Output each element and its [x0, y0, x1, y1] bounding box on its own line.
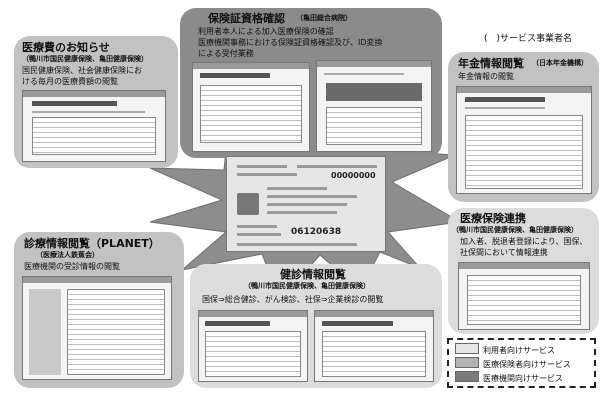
panel-title: 医療費のお知らせ	[22, 41, 110, 54]
panel-title: 年金情報閲覧	[458, 57, 524, 70]
panel-title: 保険証資格確認	[208, 12, 285, 25]
panel-subtitle: （鴨川市国民健康保険、亀田健康保険）	[452, 226, 578, 234]
panel-description: 国保⇒総合健診、がん検診、社保⇒企業検診の閲覧	[202, 295, 384, 304]
screenshot-thumbnail	[192, 62, 310, 152]
screenshot-thumbnail	[458, 262, 590, 330]
panel-description: による受付業務	[198, 49, 254, 58]
screenshot-thumbnail	[456, 86, 592, 194]
legend: 利用者向けサービス 医療保険者向けサービス 医療機関向けサービス	[447, 338, 596, 388]
panel-insurance-check: 保険証資格確認 （亀田総合病院） 利用者本人による加入医療保険の確認 医療機関事…	[180, 8, 442, 158]
legend-swatch	[455, 343, 479, 354]
screenshot-thumbnail	[198, 310, 308, 382]
legend-item: 医療保険者向けサービス	[455, 357, 571, 369]
panel-medical-bill: 医療費のお知らせ （鴨川市国民健康保険、亀田健康保険） 国民健康保険、社会健康保…	[14, 36, 178, 168]
legend-item: 医療機関向けサービス	[455, 371, 563, 383]
panel-title: 健診情報閲覧	[280, 268, 346, 281]
panel-description: 加入者、脱退者登録により、国保、	[460, 237, 588, 246]
panel-insurance-link: 医療保険連携 （鴨川市国民健康保険、亀田健康保険） 加入者、脱退者登録により、国…	[448, 208, 599, 334]
panel-subtitle: （鴨川市国民健康保険、亀田健康保険）	[244, 282, 370, 290]
panel-description: 年金情報の閲覧	[458, 72, 514, 81]
panel-planet: 診療情報閲覧（PLANET） （医療法人鉄蕉会） 医療機関の受診情報の閲覧	[14, 232, 184, 388]
screenshot-thumbnail	[22, 90, 166, 162]
panel-description: 社保間において情報連携	[460, 248, 548, 257]
card-number: 06120638	[291, 227, 342, 237]
panel-description: 国民健康保険、社会健康保険にお	[22, 66, 142, 75]
panel-subtitle: （日本年金機構）	[532, 59, 588, 67]
screenshot-thumbnail	[316, 60, 432, 152]
panel-description: 利用者本人による加入医療保険の確認	[198, 27, 334, 36]
legend-item: 利用者向けサービス	[455, 343, 555, 355]
panel-checkup: 健診情報閲覧 （鴨川市国民健康保険、亀田健康保険） 国保⇒総合健診、がん検診、社…	[190, 264, 442, 388]
legend-swatch	[455, 357, 479, 368]
panel-title: 医療保険連携	[460, 212, 526, 225]
screenshot-thumbnail	[22, 276, 172, 380]
panel-subtitle: （医療法人鉄蕉会）	[36, 251, 99, 259]
panel-description: 医療機関の受診情報の閲覧	[24, 262, 120, 271]
panel-description: 医療機関事務における保険証資格確認及び、ID変換	[198, 38, 383, 47]
screenshot-thumbnail	[314, 310, 434, 382]
service-provider-label: ( )サービス事業者名	[484, 34, 573, 44]
panel-pension: 年金情報閲覧 （日本年金機構） 年金情報の閲覧	[448, 52, 599, 202]
card-code: 00000000	[331, 171, 376, 180]
insurance-card-image: 00000000 06120638	[226, 156, 386, 252]
legend-swatch	[455, 371, 479, 382]
panel-subtitle: （亀田総合病院）	[296, 14, 352, 22]
panel-description: ける毎月の医療費額の閲覧	[22, 77, 118, 86]
panel-subtitle: （鴨川市国民健康保険、亀田健康保険）	[22, 55, 148, 63]
panel-title: 診療情報閲覧（PLANET）	[24, 237, 160, 250]
